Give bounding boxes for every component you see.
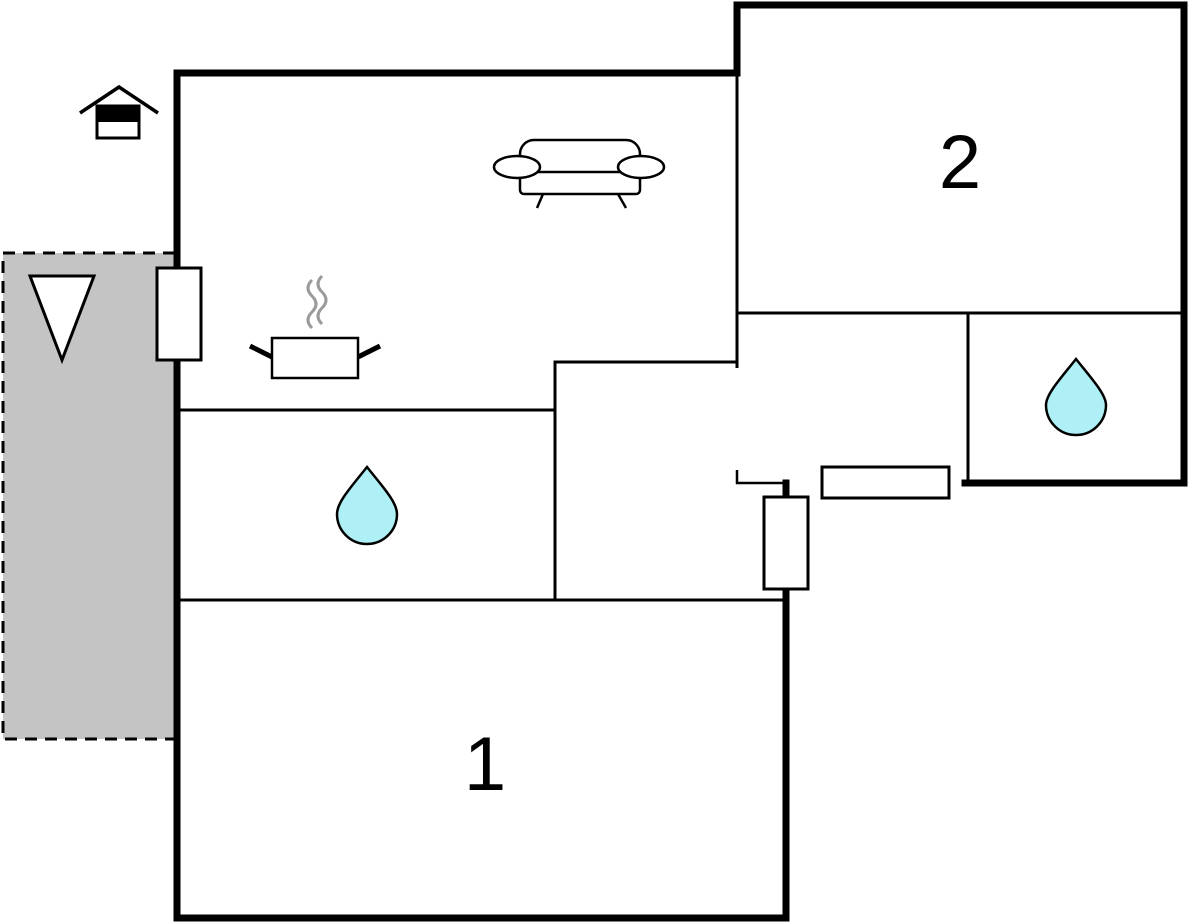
terrace-area bbox=[1, 251, 179, 741]
wall-hall bbox=[553, 360, 737, 600]
entrance-door-horizontal bbox=[820, 465, 951, 500]
water-drop-icon bbox=[1044, 356, 1108, 437]
sofa-icon bbox=[492, 138, 666, 209]
outer-wall bbox=[173, 1, 1188, 487]
wall-hall-corner bbox=[735, 470, 786, 485]
cooking-pot-icon bbox=[248, 274, 382, 380]
room-label-bedroom-1: 1 bbox=[464, 722, 506, 807]
room-label-bedroom-2: 2 bbox=[939, 120, 981, 205]
water-drop-icon bbox=[335, 464, 399, 546]
terrace-triangle-icon bbox=[27, 274, 97, 365]
entrance-door-vertical bbox=[762, 495, 810, 591]
terrace-door bbox=[155, 266, 203, 362]
house-entrance-icon bbox=[79, 84, 159, 140]
outer-wall-left bbox=[173, 69, 790, 922]
